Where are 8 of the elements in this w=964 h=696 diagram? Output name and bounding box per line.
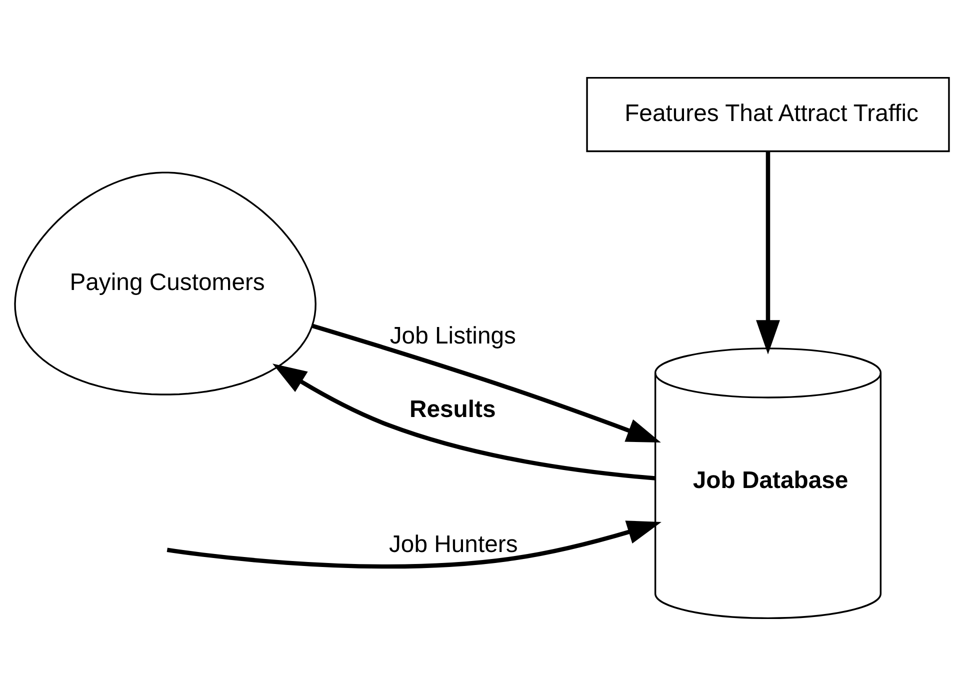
node-box: Features That Attract Traffic (586, 76, 950, 152)
edge-label: Results (409, 396, 496, 424)
arrow (312, 324, 661, 443)
arrow (756, 151, 780, 354)
arrow (166, 520, 662, 569)
edge-label: Job Hunters (388, 530, 518, 558)
arrow (272, 364, 656, 480)
edge-label: Job Listings (390, 322, 516, 350)
